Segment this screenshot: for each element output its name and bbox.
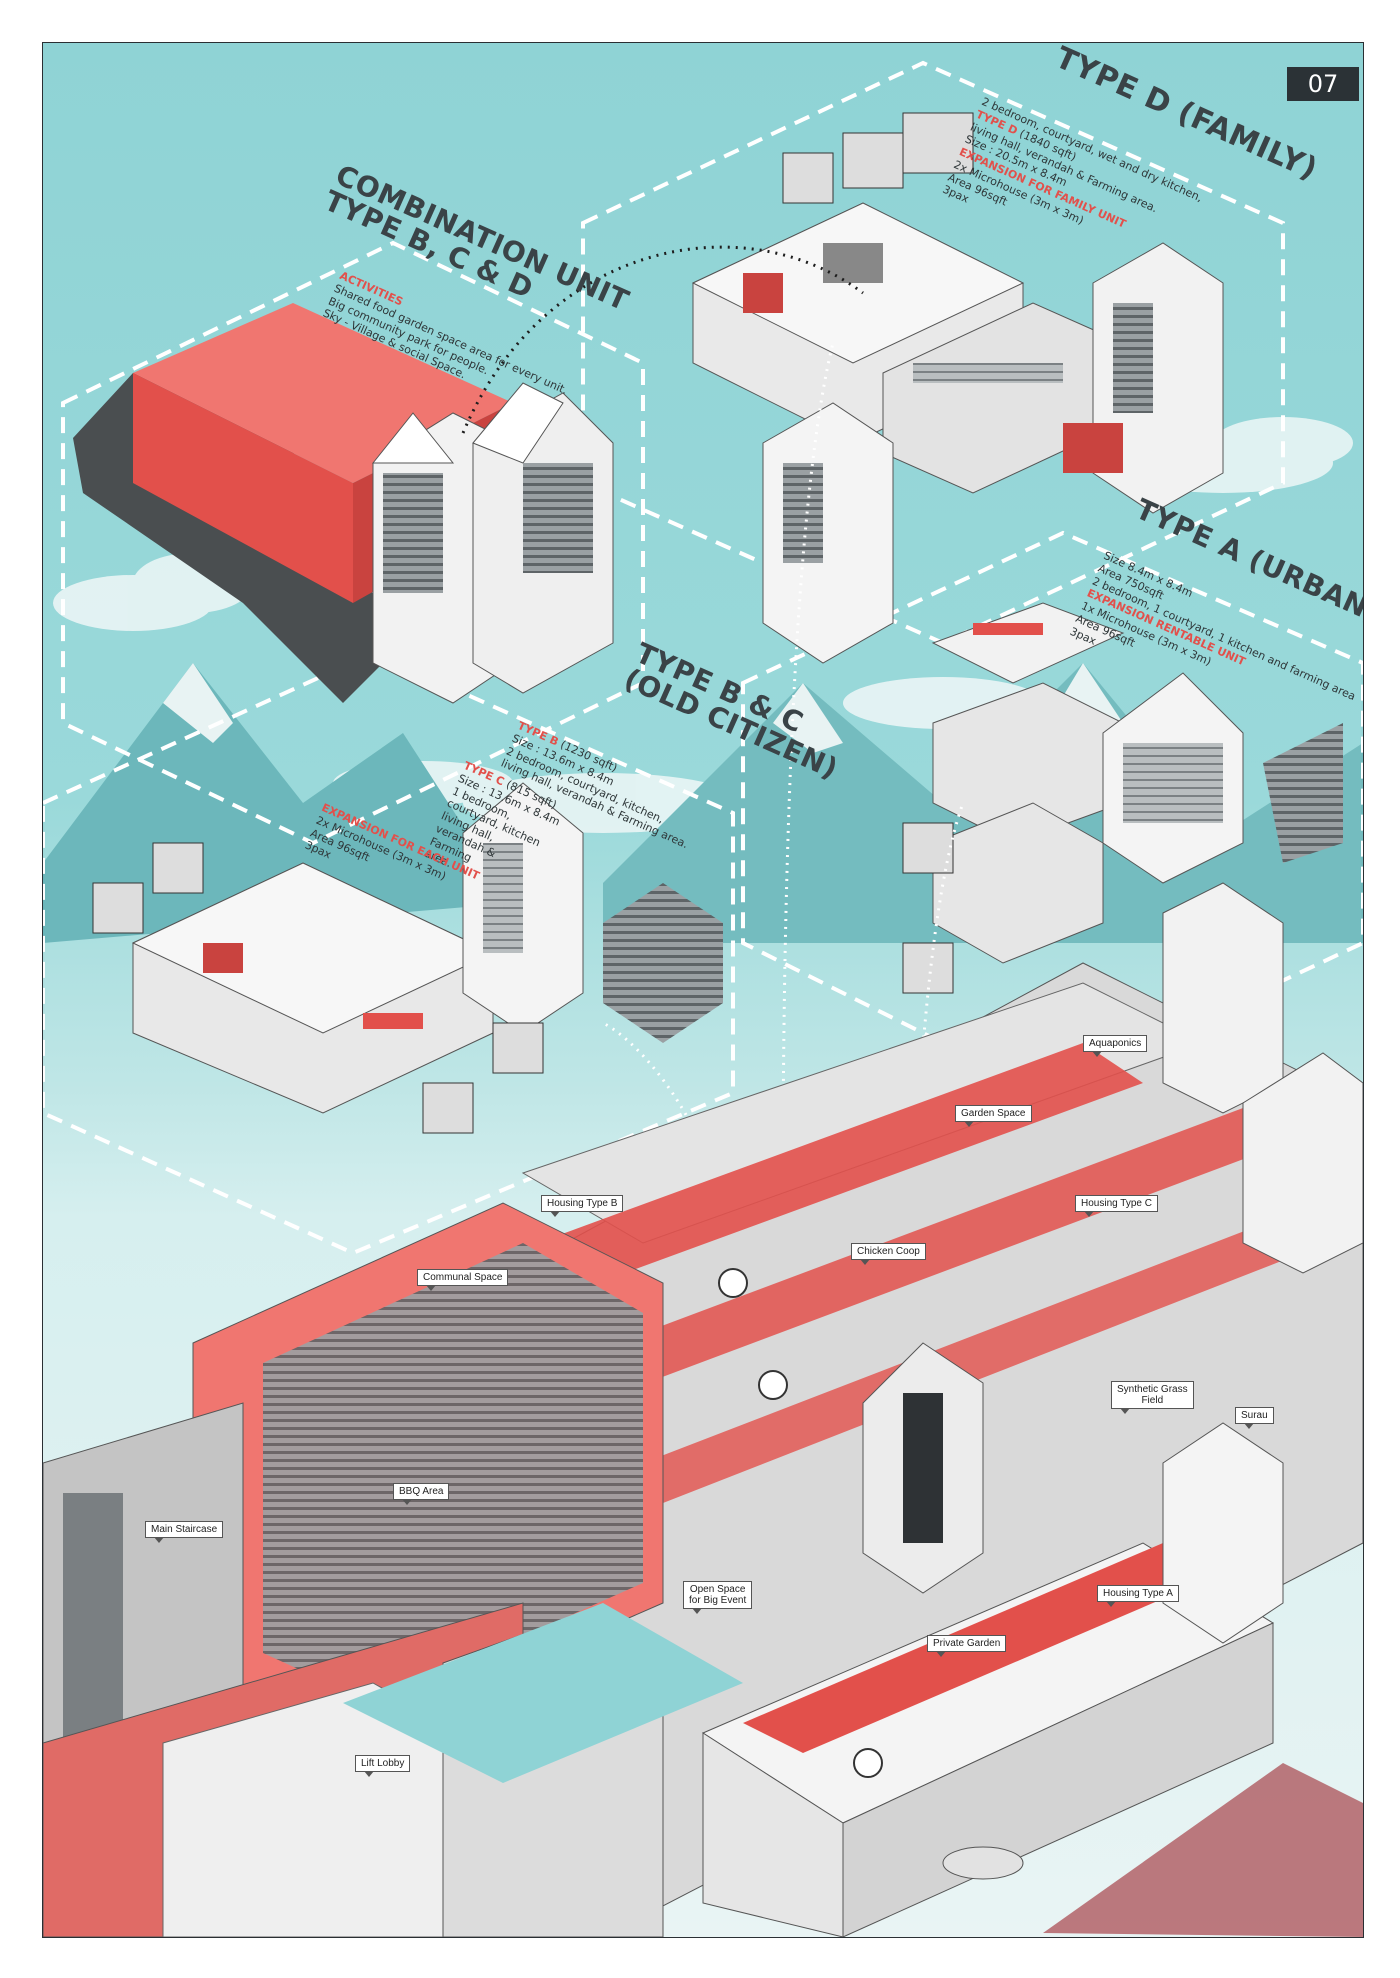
open-space-line-2: for Big Event — [689, 1595, 747, 1606]
callout-synthetic-grass-field: Synthetic Grass Field — [1111, 1381, 1194, 1414]
callout-housing-type-c: Housing Type C — [1075, 1195, 1158, 1217]
combination-connector — [461, 245, 864, 434]
type-d-model — [691, 112, 1224, 664]
circle-markers — [718, 1268, 883, 1778]
synthetic-grass-line-2: Field — [1141, 1395, 1164, 1406]
callout-garden-space: Garden Space — [955, 1105, 1032, 1127]
open-space-line-1: Open Space — [689, 1584, 746, 1595]
drawing-sheet: 07 TYPE D (FAMILY) 2 bedroom, courtyard,… — [42, 42, 1364, 1938]
page-number: 07 — [1287, 67, 1359, 101]
callout-open-space: Open Space for Big Event — [683, 1581, 753, 1614]
isometric-drawing — [43, 60, 1363, 1937]
type-a-model — [902, 602, 1343, 994]
type-bc-model — [92, 782, 723, 1134]
callout-surau: Surau — [1235, 1407, 1274, 1429]
callout-bbq-area: BBQ Area — [393, 1483, 450, 1505]
callout-private-garden: Private Garden — [927, 1635, 1007, 1657]
callout-chicken-coop: Chicken Coop — [851, 1243, 926, 1265]
callout-housing-type-a: Housing Type A — [1097, 1585, 1179, 1607]
combination-unit-model — [73, 303, 614, 704]
callout-communal-space: Communal Space — [417, 1269, 509, 1291]
callout-housing-type-b: Housing Type B — [541, 1195, 624, 1217]
synthetic-grass-line-1: Synthetic Grass — [1117, 1384, 1188, 1395]
callout-main-staircase: Main Staircase — [145, 1521, 224, 1543]
callout-lift-lobby: Lift Lobby — [355, 1755, 411, 1777]
callout-aquaponics: Aquaponics — [1083, 1035, 1148, 1057]
